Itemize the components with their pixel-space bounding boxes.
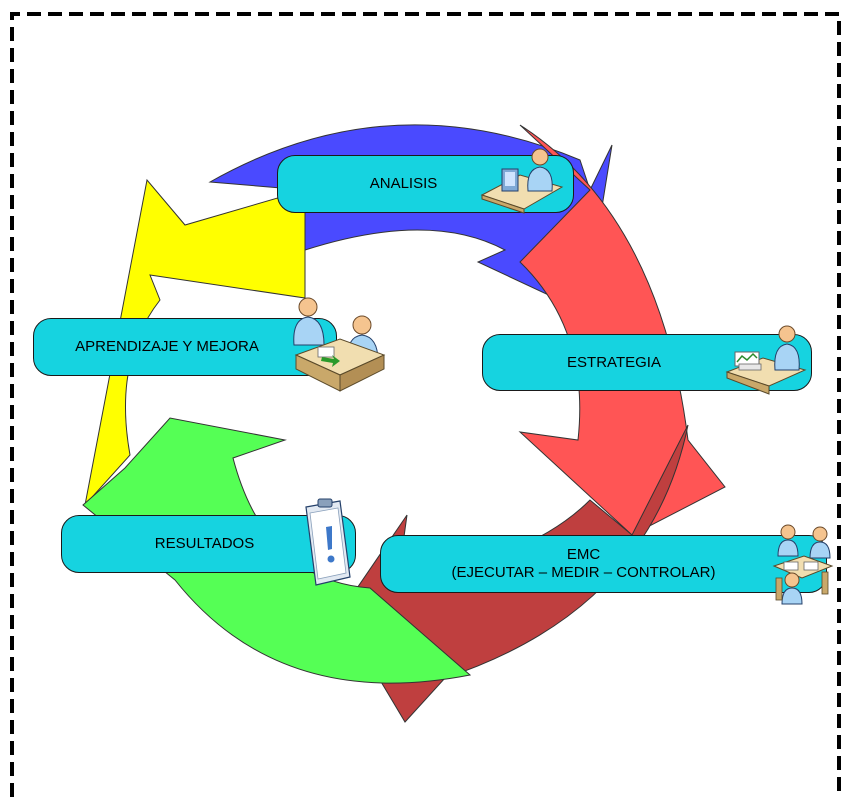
person-at-computer-icon [480,148,564,214]
stage-label-emc-line1: EMC [566,546,601,563]
stage-box-emc: EMC (EJECUTAR – MEDIR – CONTROLAR) [380,535,827,593]
stage-box-resultados: RESULTADOS [61,515,356,573]
stage-label-emc-line2: (EJECUTAR – MEDIR – CONTROLAR) [451,564,716,581]
arrow-estrategia [518,124,726,536]
two-people-at-desk-icon [293,297,386,392]
stage-label-analisis: ANALISIS [369,175,438,192]
person-with-documents-icon [725,325,807,395]
stage-label-resultados: RESULTADOS [154,535,255,552]
arrow-aprendizaje [84,178,306,507]
stage-label-estrategia: ESTRATEGIA [567,353,661,371]
stage-box-aprendizaje: APRENDIZAJE Y MEJORA [33,318,337,376]
clipboard-alert-icon [305,498,351,586]
stage-label-aprendizaje: APRENDIZAJE Y MEJORA [75,338,259,355]
team-meeting-icon [772,524,834,605]
